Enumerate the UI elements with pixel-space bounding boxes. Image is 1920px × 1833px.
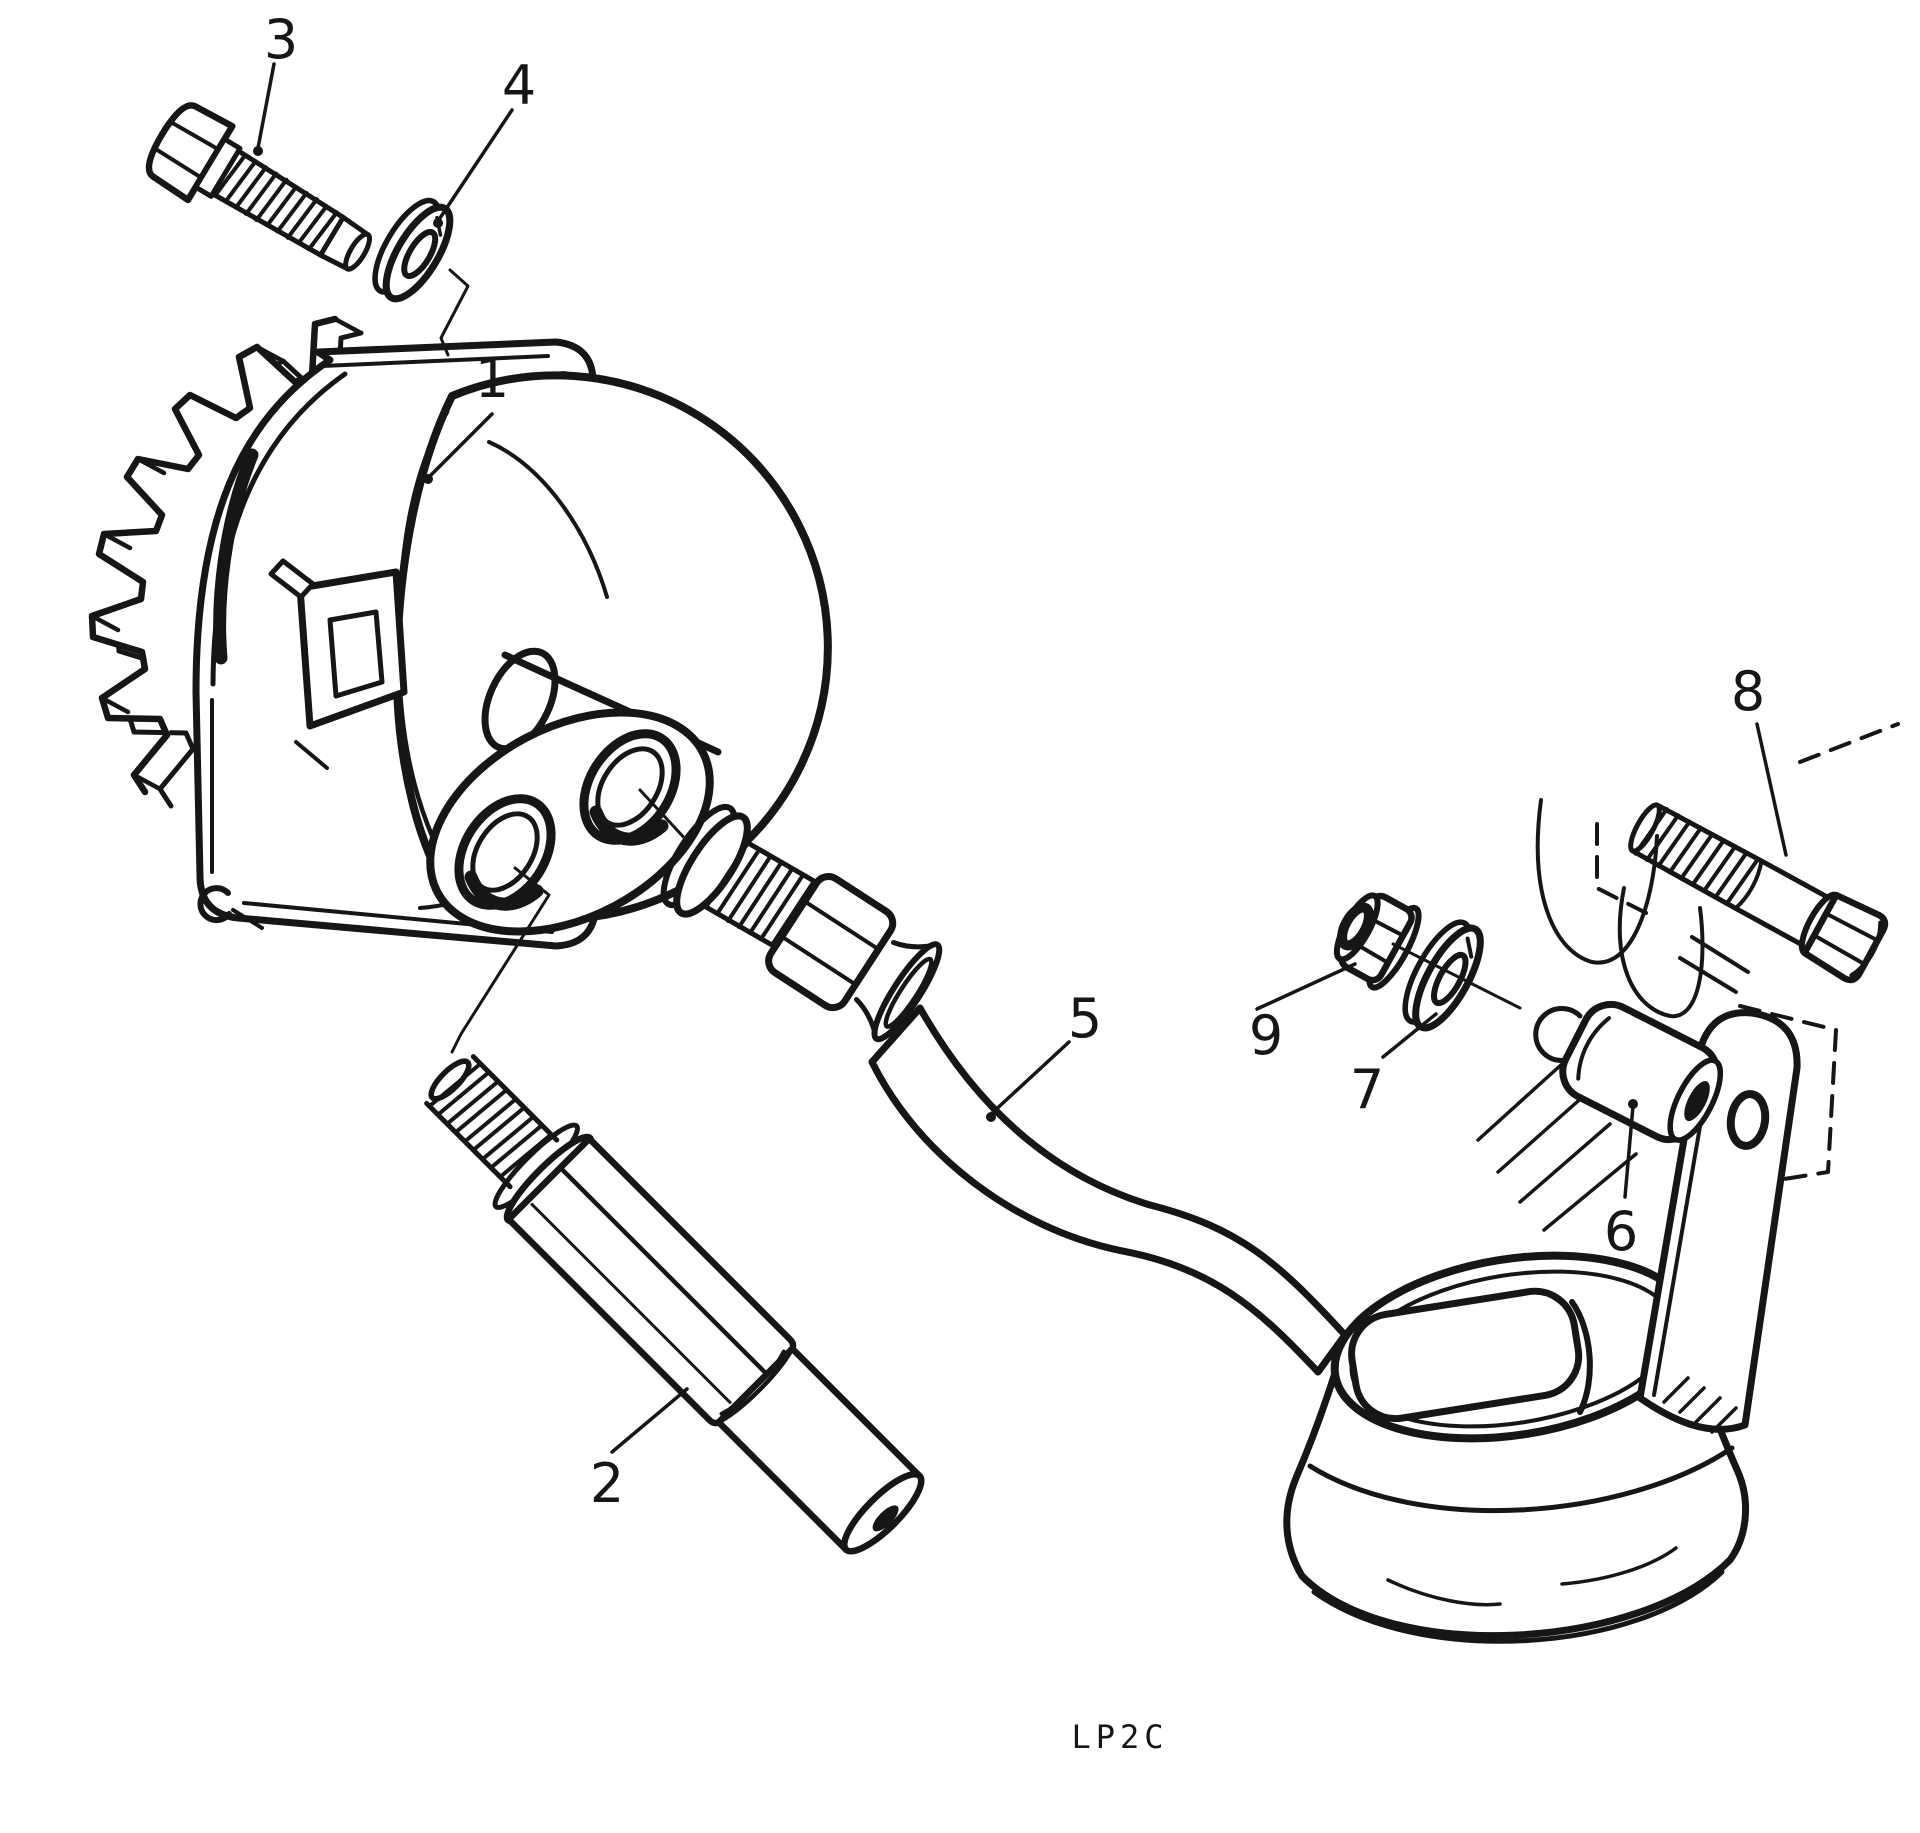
part-label-9: 9 [1249, 1004, 1283, 1067]
flange-bolt-hole-bottom [197, 885, 232, 924]
part-label-4: 4 [502, 54, 536, 117]
part-label-5: 5 [1068, 987, 1102, 1050]
dome-boss [481, 647, 559, 753]
part-label-8: 8 [1731, 660, 1765, 723]
spacer-bush [1559, 1000, 1724, 1144]
alignment-line-upper-bore [638, 788, 691, 845]
alignment-line-nut-washer [1391, 942, 1522, 1010]
part-label-3: 3 [264, 8, 298, 71]
bracket-hole [1726, 1090, 1770, 1150]
callout-leader-lines [253, 62, 1788, 1454]
part-label-6: 6 [1604, 1200, 1638, 1263]
pipe-flare-nut-mouth [853, 939, 943, 1043]
strainer-bell [1283, 1251, 1750, 1644]
alignment-line-washer4 [439, 268, 470, 357]
suction-pipe [868, 1004, 1349, 1376]
part-label-2: 2 [590, 1452, 624, 1515]
pump-bolt [145, 102, 372, 272]
part-label-7: 7 [1350, 1058, 1384, 1121]
bracket-washer [1402, 919, 1484, 1032]
part-label-1: 1 [475, 347, 509, 410]
relief-valve [424, 1054, 925, 1555]
strainer-top-window [1348, 1287, 1583, 1423]
alignment-line-lower-bore [450, 866, 551, 1054]
bracket-nut [1333, 892, 1422, 991]
union-adapter [660, 803, 943, 1043]
engine-block-phantom [1476, 722, 1900, 1232]
figure-code: LP2C [1071, 1718, 1168, 1756]
outlet-port-block [426, 651, 722, 936]
drive-shaft-window [268, 558, 408, 770]
bracket-bolt [1628, 802, 1889, 984]
